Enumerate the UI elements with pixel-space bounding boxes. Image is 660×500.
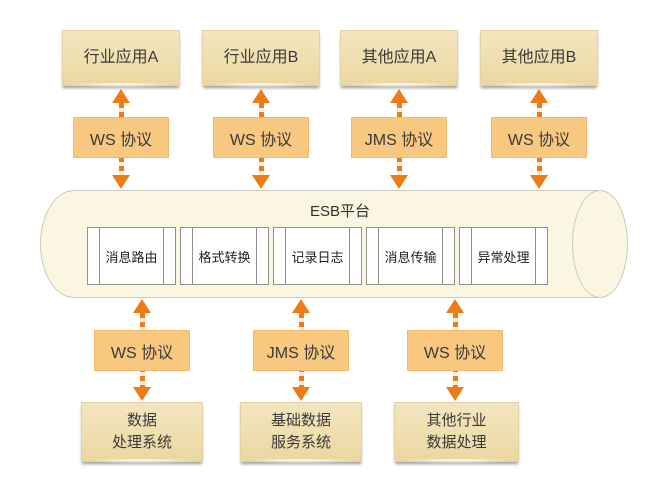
protocol-box-ws-5: WS 协议 bbox=[407, 330, 503, 371]
protocol-box-ws-2: WS 协议 bbox=[213, 117, 309, 158]
protocol-box-ws-4: WS 协议 bbox=[94, 330, 190, 371]
arrow-down-icon bbox=[112, 175, 130, 189]
system-box-label-line2: 服务系统 bbox=[270, 434, 331, 451]
app-box-other-b: 其他应用B bbox=[480, 30, 598, 90]
system-box-label-line1: 基础数据 bbox=[270, 412, 331, 429]
esb-modules-row: 消息路由 格式转换 记录日志 消息传输 异常处理 bbox=[87, 227, 548, 285]
esb-module-format-conversion: 格式转换 bbox=[180, 227, 269, 285]
arrow-down-icon bbox=[133, 387, 151, 401]
protocol-box-ws-1: WS 协议 bbox=[73, 117, 169, 158]
protocol-box-jms-1: JMS 协议 bbox=[351, 117, 447, 158]
app-box-industry-b: 行业应用B bbox=[202, 30, 320, 90]
arrow-up-icon bbox=[252, 89, 270, 103]
arrow-down-icon bbox=[446, 387, 464, 401]
arrow-down-icon bbox=[292, 387, 310, 401]
system-box-label-line1: 数据 bbox=[126, 412, 157, 429]
arrow-up-icon bbox=[292, 299, 310, 313]
arrow-up-icon bbox=[112, 89, 130, 103]
esb-platform-title: ESB平台 bbox=[309, 203, 370, 220]
app-box-other-a: 其他应用A bbox=[340, 30, 458, 90]
app-box-industry-a: 行业应用A bbox=[62, 30, 180, 90]
app-box-label: 行业应用B bbox=[223, 49, 299, 66]
protocol-label: WS 协议 bbox=[89, 131, 153, 149]
protocol-label: WS 协议 bbox=[229, 131, 293, 149]
arrow-down-icon bbox=[252, 175, 270, 189]
app-box-label: 其他应用A bbox=[361, 49, 437, 66]
system-box-basic-data-service: 基础数据 服务系统 bbox=[240, 402, 362, 466]
arrow-up-icon bbox=[390, 89, 408, 103]
protocol-label: JMS 协议 bbox=[364, 131, 434, 149]
app-box-label: 行业应用A bbox=[83, 49, 159, 66]
esb-module-message-transport: 消息传输 bbox=[366, 227, 455, 285]
app-box-label: 其他应用B bbox=[501, 49, 577, 66]
system-box-label-line2: 数据处理 bbox=[426, 434, 487, 451]
protocol-box-jms-2: JMS 协议 bbox=[253, 330, 349, 371]
esb-module-logging: 记录日志 bbox=[273, 227, 362, 285]
arrow-up-icon bbox=[133, 299, 151, 313]
esb-module-exception-handling: 异常处理 bbox=[459, 227, 548, 285]
system-box-data-processing: 数据 处理系统 bbox=[81, 402, 203, 466]
system-box-other-industry-data: 其他行业 数据处理 bbox=[394, 402, 519, 466]
arrow-down-icon bbox=[390, 175, 408, 189]
arrow-up-icon bbox=[446, 299, 464, 313]
arrow-down-icon bbox=[530, 175, 548, 189]
system-box-label-line1: 其他行业 bbox=[426, 412, 487, 429]
protocol-label: WS 协议 bbox=[423, 344, 487, 362]
esb-module-message-routing: 消息路由 bbox=[87, 227, 176, 285]
esb-cylinder-cap bbox=[572, 190, 628, 298]
protocol-label: JMS 协议 bbox=[266, 344, 336, 362]
protocol-label: WS 协议 bbox=[110, 344, 174, 362]
arrow-up-icon bbox=[530, 89, 548, 103]
system-box-label-line2: 处理系统 bbox=[111, 434, 172, 451]
protocol-label: WS 协议 bbox=[507, 131, 571, 149]
protocol-box-ws-3: WS 协议 bbox=[491, 117, 587, 158]
